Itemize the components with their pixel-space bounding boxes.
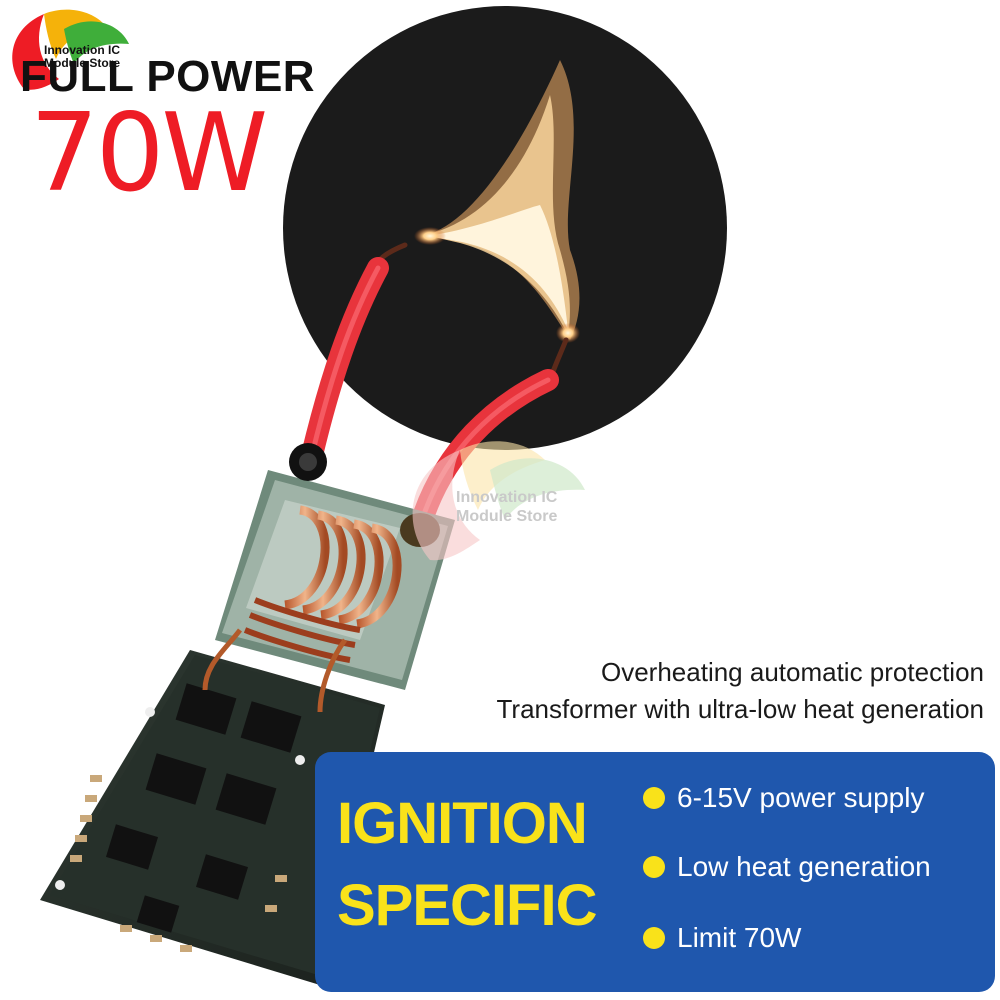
- pcb-module: [40, 443, 455, 985]
- feature-overheating: Overheating automatic protection: [601, 657, 984, 687]
- watermark-text: Innovation IC Module Store: [456, 488, 557, 526]
- logo-line-2: Module Store: [44, 56, 121, 70]
- watermark-line-2: Module Store: [456, 508, 558, 525]
- transformer-coil: [243, 500, 402, 663]
- watermark-logo-icon: [412, 441, 585, 561]
- bullet-dot-icon: [643, 856, 665, 878]
- headline-wattage: 70W: [30, 91, 268, 216]
- panel-title-line-1: IGNITION: [337, 791, 588, 856]
- bullet-dot-icon: [643, 927, 665, 949]
- store-logo: Innovation IC Module Store: [4, 4, 134, 104]
- flame-arc: [414, 60, 580, 343]
- feature-transformer: Transformer with ultra-low heat generati…: [496, 694, 984, 724]
- spec-panel: IGNITION SPECIFIC 6-15V power supply Low…: [315, 752, 995, 992]
- watermark-line-1: Innovation IC: [456, 489, 558, 506]
- spec-bullet-limit: Limit 70W: [643, 922, 801, 954]
- spec-bullet-text: 6-15V power supply: [677, 782, 925, 813]
- spec-bullet-low-heat: Low heat generation: [643, 851, 931, 883]
- spec-bullet-text: Limit 70W: [677, 922, 802, 953]
- panel-title-line-2: SPECIFIC: [337, 873, 597, 938]
- spec-bullet-text: Low heat generation: [677, 851, 931, 882]
- logo-line-1: Innovation IC: [44, 43, 120, 57]
- headline-full-power: FULL POWER: [20, 52, 316, 101]
- leaf-logo-icon: [12, 9, 129, 90]
- spec-bullet-power-supply: 6-15V power supply: [643, 782, 924, 814]
- bullet-dot-icon: [643, 787, 665, 809]
